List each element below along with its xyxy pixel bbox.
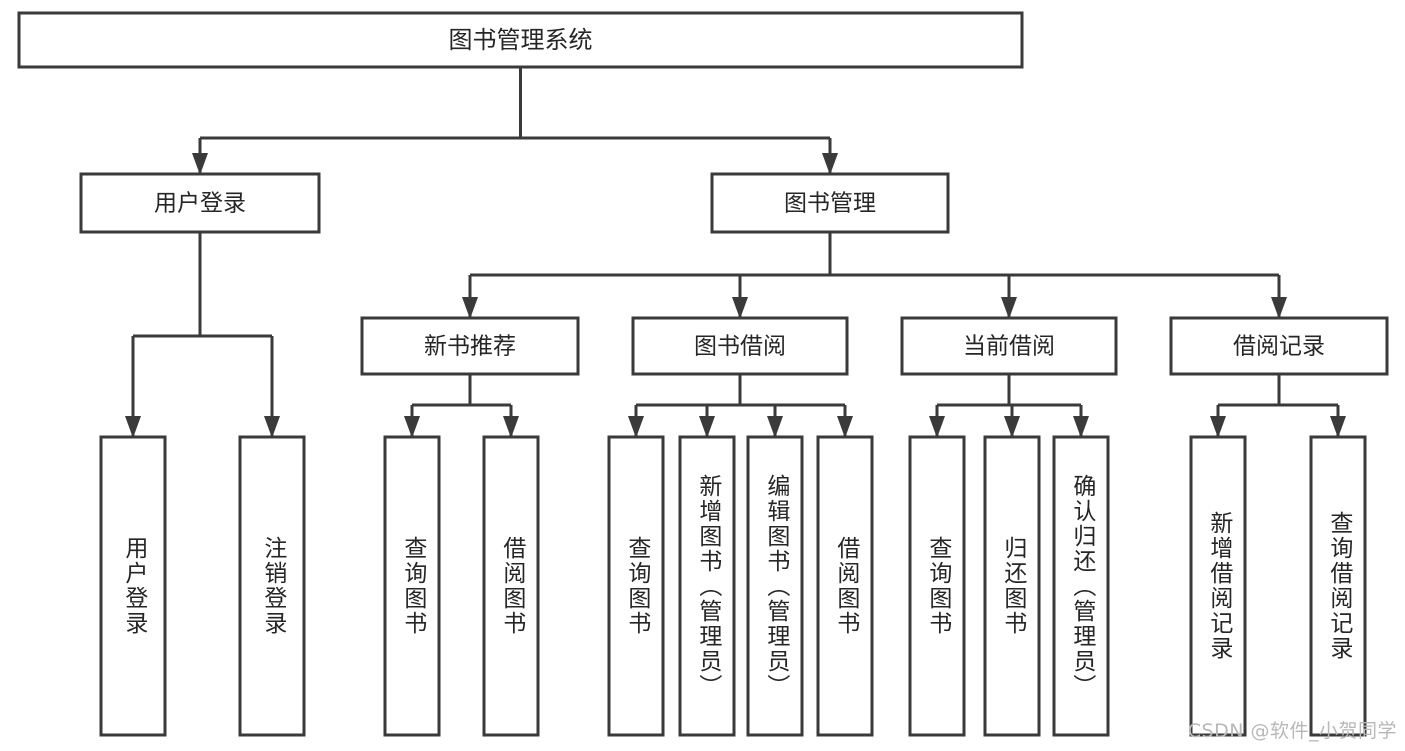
node-box-leaf-add-book-admin[interactable] — [678, 435, 736, 737]
node-box-layer — [17, 11, 1389, 737]
node-box-borrow-record[interactable] — [1169, 316, 1389, 376]
node-box-leaf-edit-book-admin[interactable] — [746, 435, 804, 737]
arrow-head-icon — [837, 416, 853, 438]
node-label-root: 图书管理系统 — [449, 26, 593, 54]
node-box-leaf-user-login[interactable] — [99, 435, 167, 737]
arrow-head-icon — [192, 153, 208, 175]
node-box-current-borrow[interactable] — [900, 316, 1118, 376]
arrow-head-icon — [732, 297, 748, 319]
arrow-head-icon — [1001, 297, 1017, 319]
arrow-head-icon — [1330, 416, 1346, 438]
arrow-head-icon — [1073, 416, 1089, 438]
node-box-user-login[interactable] — [79, 172, 321, 234]
node-box-new-book-recommend[interactable] — [360, 316, 580, 376]
node-box-leaf-confirm-return-admin[interactable] — [1052, 435, 1110, 737]
node-label-user-login: 用户登录 — [154, 191, 246, 217]
node-label-new-book-recommend: 新书推荐 — [424, 334, 516, 360]
arrow-head-icon — [767, 416, 783, 438]
node-label-current-borrow: 当前借阅 — [963, 334, 1055, 360]
node-box-book-borrow[interactable] — [631, 316, 849, 376]
node-label-book-manage: 图书管理 — [784, 191, 876, 217]
arrow-head-icon — [125, 416, 141, 438]
node-box-root[interactable] — [17, 11, 1024, 69]
node-label-book-borrow: 图书借阅 — [694, 334, 786, 360]
node-box-leaf-query-borrow-record[interactable] — [1309, 435, 1367, 737]
arrow-head-icon — [1271, 297, 1287, 319]
node-box-leaf-borrow-book-recommend[interactable] — [482, 435, 540, 737]
node-box-leaf-logout-login[interactable] — [238, 435, 306, 737]
node-box-leaf-query-book-recommend[interactable] — [383, 435, 441, 737]
watermark-text: CSDN @软件_小贺同学 — [1187, 720, 1397, 742]
arrow-head-icon — [264, 416, 280, 438]
node-box-book-manage[interactable] — [710, 172, 950, 234]
arrow-head-icon — [462, 297, 478, 319]
arrow-head-icon — [404, 416, 420, 438]
arrow-head-icon — [822, 153, 838, 175]
connector-layer — [125, 67, 1346, 438]
node-box-leaf-query-book-current[interactable] — [908, 435, 966, 737]
node-box-leaf-query-book-borrow[interactable] — [607, 435, 665, 737]
arrow-head-icon — [1210, 416, 1226, 438]
node-label-borrow-record: 借阅记录 — [1233, 334, 1325, 360]
arrow-head-icon — [503, 416, 519, 438]
arrow-head-icon — [929, 416, 945, 438]
node-box-leaf-add-borrow-record[interactable] — [1189, 435, 1247, 737]
arrow-head-icon — [628, 416, 644, 438]
node-box-leaf-return-book[interactable] — [983, 435, 1041, 737]
node-box-leaf-borrow-book[interactable] — [816, 435, 874, 737]
arrow-head-icon — [1004, 416, 1020, 438]
arrow-head-icon — [699, 416, 715, 438]
